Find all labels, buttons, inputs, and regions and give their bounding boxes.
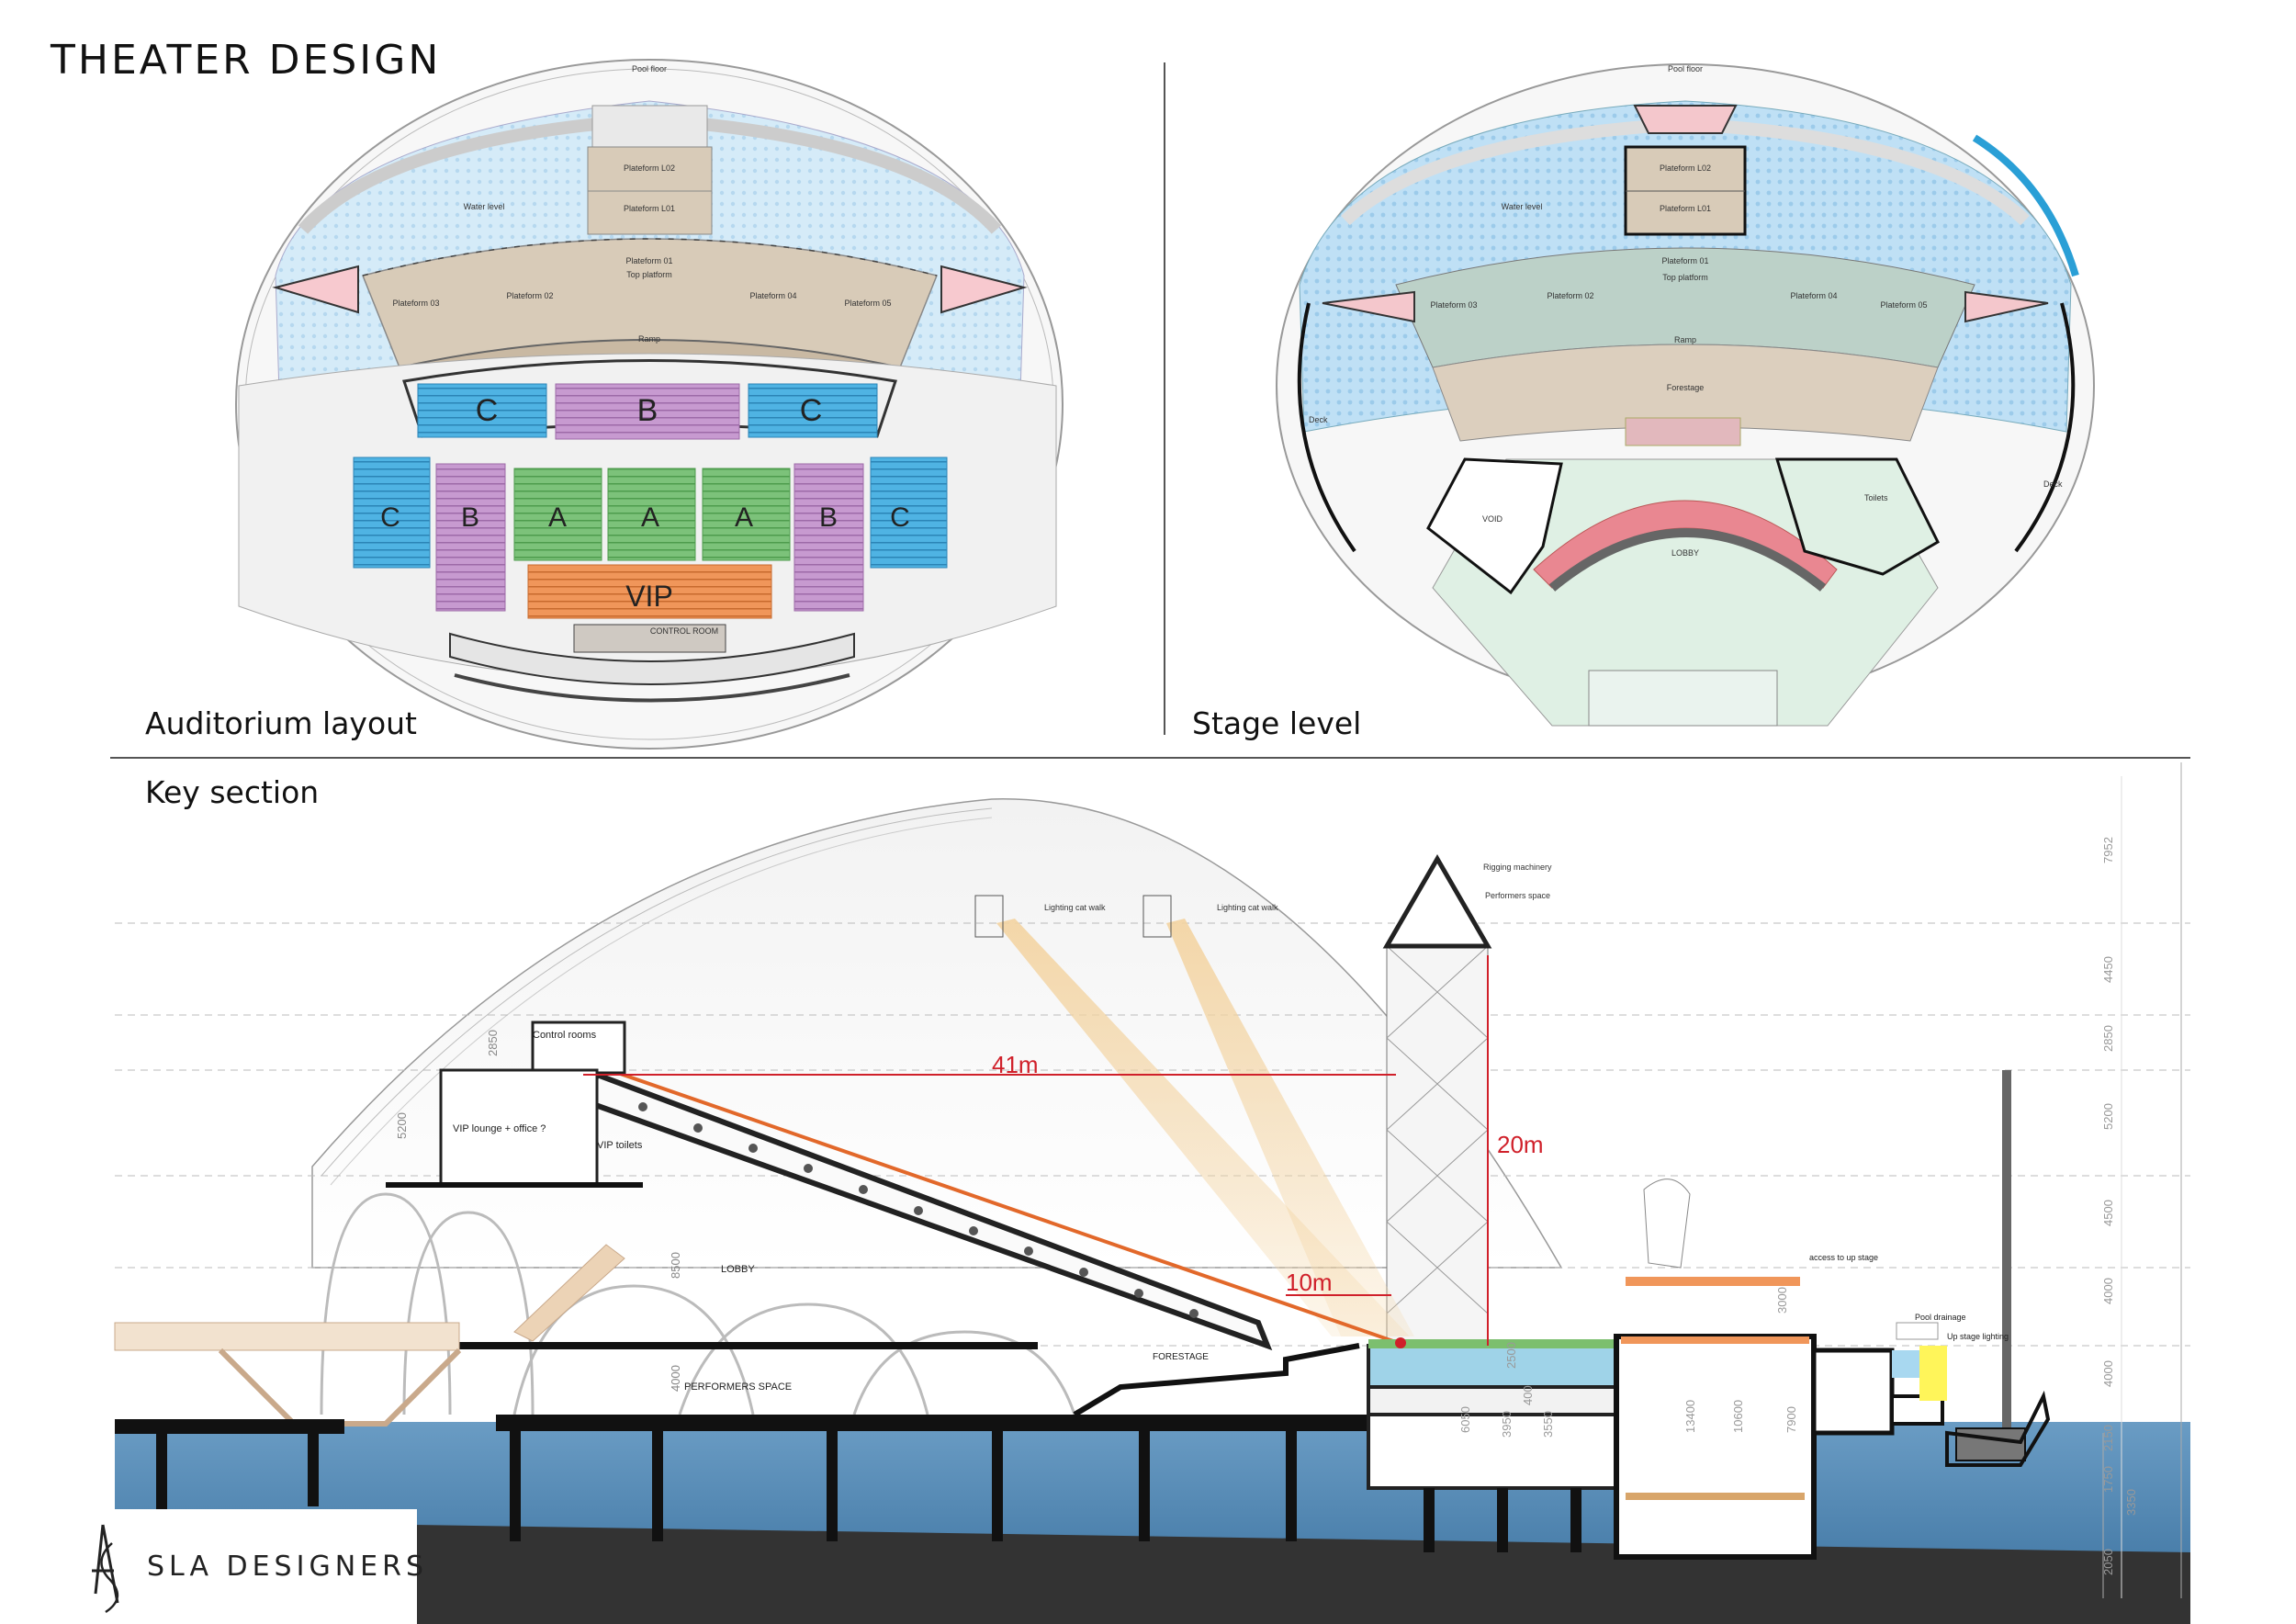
stage-water-level: Water level [1502,202,1543,211]
stage-platform-l02: Plateform L02 [1660,164,1711,173]
seat-block-label: C [800,393,823,428]
aud-pool-floor: Pool floor [632,64,667,73]
aud-platform-03: Plateform 03 [392,299,439,308]
dim-left: 2850 [486,1030,500,1056]
dim-41m: 41m [992,1051,1039,1078]
seat-block-label: A [548,502,567,533]
stage-pool-floor: Pool floor [1668,64,1703,73]
aud-water-level: Water level [464,202,505,211]
sec-control-rooms: Control rooms [533,1030,597,1041]
dim-pit: 13400 [1683,1400,1697,1433]
stage-deck-right: Deck [2043,479,2063,489]
sec-vip-toilets: VIP toilets [597,1140,643,1151]
dim-right: 4000 [2101,1360,2115,1387]
stage-deck-left: Deck [1309,415,1328,424]
sec-vip-lounge: VIP lounge + office ? [453,1123,546,1134]
aud-top-platform: Top platform [626,270,672,279]
sec-access: access to up stage [1809,1253,1878,1262]
stage-platform-01: Plateform 01 [1661,256,1708,265]
sec-catwalk-1: Lighting cat walk [1044,903,1106,912]
stage-platform-03: Plateform 03 [1430,300,1477,310]
seat-block-label: A [641,502,659,533]
dim-right: 7952 [2101,837,2115,863]
auditorium-plan [235,59,1064,750]
seat-block-label: B [819,502,838,533]
sec-forestage: FORESTAGE [1153,1352,1209,1362]
sla-logo-icon [75,1509,417,1624]
dim-pit: 3000 [1775,1287,1789,1314]
seat-block-label: C [476,393,499,428]
stage-platform-05: Plateform 05 [1880,300,1927,310]
sec-up-stage-lighting: Up stage lighting [1947,1332,2009,1341]
seat-block-label: B [637,393,658,428]
dim-right: 1750 [2101,1466,2115,1493]
sec-performers-space: PERFORMERS SPACE [684,1382,792,1393]
panel-label-stage: Stage level [1192,705,1362,741]
stage-platform-02: Plateform 02 [1547,291,1593,300]
dim-right: 4450 [2101,956,2115,983]
dim-right: 3350 [2124,1489,2138,1516]
dim-pit: 10600 [1731,1400,1745,1433]
dim-pit: 2500 [1504,1342,1518,1369]
dim-left: 4000 [669,1365,682,1392]
dim-pit: 3950 [1500,1411,1514,1438]
aud-platform-04: Plateform 04 [749,291,796,300]
dim-right: 4500 [2101,1200,2115,1226]
dim-right: 4000 [2101,1278,2115,1304]
aud-platform-05: Plateform 05 [844,299,891,308]
panel-label-auditorium: Auditorium layout [145,705,417,741]
seat-block-label: C [380,502,400,533]
dim-right: 5200 [2101,1103,2115,1130]
sec-performers-space-top: Performers space [1485,891,1550,900]
dim-right: 2150 [2101,1425,2115,1451]
dim-pit: 3550 [1541,1411,1555,1438]
stage-lobby: LOBBY [1671,548,1699,558]
seat-block-label: C [890,502,910,533]
page-title: THEATER DESIGN [51,37,442,84]
seat-block-label-vip: VIP [625,580,673,613]
stage-toilets: Toilets [1864,493,1888,502]
stage-void: VOID [1482,514,1503,524]
stage-forestage: Forestage [1667,383,1705,392]
aud-ramp: Ramp [638,334,660,344]
brand-name: SLA DESIGNERS [147,1551,428,1583]
sec-pool-drainage: Pool drainage [1915,1313,1966,1322]
dim-right: 2850 [2101,1025,2115,1052]
dim-left: 5200 [395,1112,409,1139]
sec-catwalk-2: Lighting cat walk [1217,903,1278,912]
aud-platform-01: Plateform 01 [625,256,672,265]
dim-left: 8500 [669,1252,682,1279]
sec-lobby: LOBBY [721,1264,755,1275]
stage-platform-l01: Plateform L01 [1660,204,1711,213]
dim-20m: 20m [1497,1131,1544,1158]
stage-plan [1276,63,2095,727]
dim-pit: 400 [1521,1385,1535,1405]
dim-right: 2050 [2101,1549,2115,1575]
stage-platform-04: Plateform 04 [1790,291,1837,300]
dim-10m: 10m [1286,1269,1333,1296]
aud-platform-02: Plateform 02 [506,291,553,300]
dim-pit: 7900 [1784,1406,1798,1433]
key-section [114,762,2190,1624]
stage-top-platform: Top platform [1662,273,1708,282]
aud-control-room: CONTROL ROOM [650,626,718,636]
aud-platform-l01: Plateform L01 [624,204,675,213]
panel-label-section: Key section [145,774,320,810]
aud-platform-l02: Plateform L02 [624,164,675,173]
seat-block-label: B [461,502,479,533]
dim-pit: 6050 [1458,1406,1472,1433]
sec-rigging: Rigging machinery [1483,863,1552,872]
seat-block-label: A [735,502,753,533]
stage-ramp: Ramp [1674,335,1696,344]
